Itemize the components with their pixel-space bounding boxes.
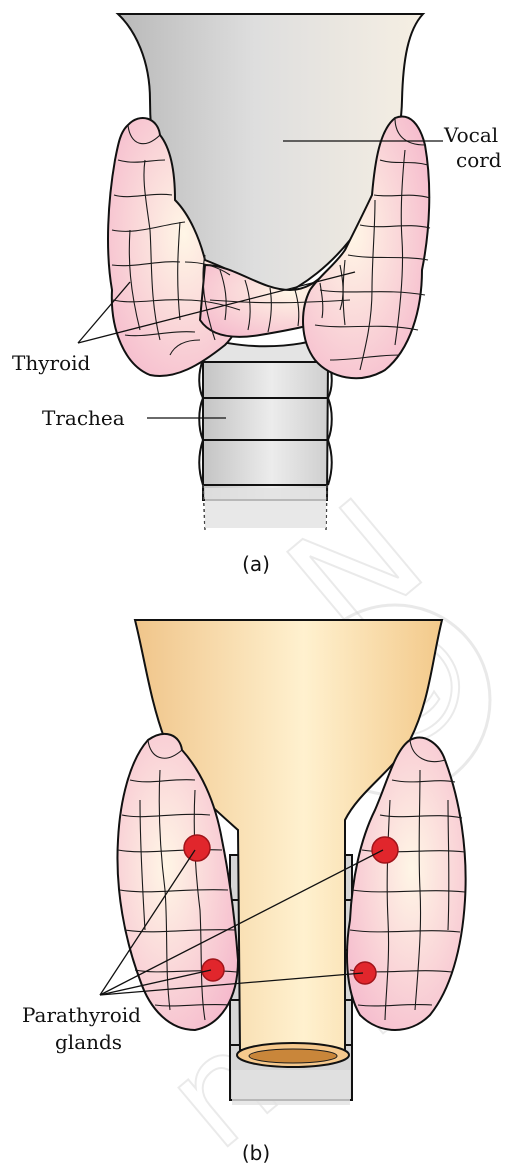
panel-a: Vocal cord Thyroid Trachea (a) — [12, 14, 502, 576]
panel-b: Parathyroid glands (b) — [22, 620, 466, 1165]
parathyroid-gland-upper-left — [184, 835, 210, 861]
caption-a: (a) — [242, 552, 270, 576]
label-vocal-cord-line2: cord — [456, 148, 502, 172]
trachea-a — [199, 360, 332, 530]
label-thyroid: Thyroid — [12, 351, 91, 375]
parathyroid-gland-upper-right — [372, 837, 398, 863]
label-parathyroid-line2: glands — [55, 1030, 122, 1054]
parathyroid-gland-lower-left — [202, 959, 224, 981]
label-parathyroid-line1: Parathyroid — [22, 1003, 141, 1027]
label-vocal-cord-line1: Vocal — [443, 123, 498, 147]
label-trachea: Trachea — [42, 406, 125, 430]
caption-b: (b) — [242, 1141, 270, 1165]
